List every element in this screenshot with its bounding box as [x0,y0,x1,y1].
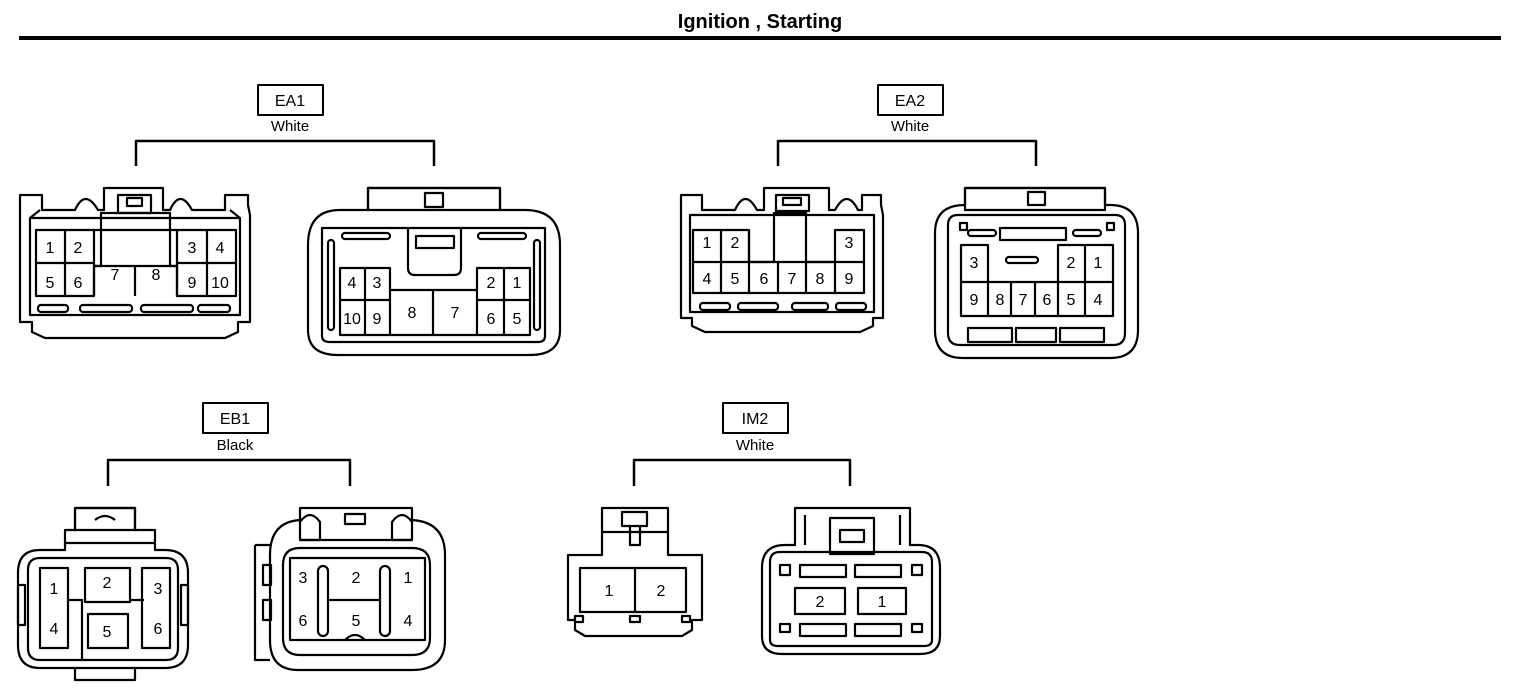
connector-bracket [632,458,852,486]
pin-label: 1 [703,235,712,252]
connector-code: EA1 [275,93,305,110]
pin-label: 1 [50,581,59,598]
pin-label: 8 [152,267,161,284]
pin-label: 9 [845,271,854,288]
connector-code: IM2 [742,411,769,428]
pin-label: 8 [996,292,1005,309]
connector-color: White [271,118,309,135]
connector-code: EA2 [895,93,925,110]
connector-code-box [722,402,789,434]
pin-label: 2 [731,235,740,252]
title-rule [19,36,1501,40]
pin-label: 7 [451,305,460,322]
connector-code-box [257,84,324,116]
pin-label: 5 [1067,292,1076,309]
connector-bracket [106,458,352,486]
connector-face-right: 3 2 1 6 5 4 [253,506,447,672]
pin-label: 3 [845,235,854,252]
pin-label: 6 [487,311,496,328]
pin-label: 5 [46,275,55,292]
pin-label: 3 [299,570,308,587]
connector-bracket [134,139,436,166]
pin-label: 1 [513,275,522,292]
pin-label: 7 [788,271,797,288]
pin-label: 2 [816,594,825,611]
pin-label: 4 [216,240,225,257]
pin-label: 5 [731,271,740,288]
connector-face-right: 2 1 [760,506,942,656]
connector-code-box [202,402,269,434]
pin-label: 1 [878,594,887,611]
pin-label: 6 [1043,292,1052,309]
pin-label: 6 [760,271,769,288]
pin-label: 2 [1067,255,1076,272]
connector-eb1: EB1 Black 1 2 3 4 5 6 [16,402,447,682]
pin-label: 1 [404,570,413,587]
connector-color: White [891,118,929,135]
pin-label: 6 [74,275,83,292]
connector-face-left: 1 2 3 4 5 6 7 8 9 10 [18,186,252,340]
pin-label: 6 [154,621,163,638]
connector-color: White [736,437,774,454]
pin-label: 8 [816,271,825,288]
pin-label: 5 [352,613,361,630]
pin-label: 4 [50,621,59,638]
pin-label: 2 [657,583,666,600]
connector-code-box [877,84,944,116]
page-title: Ignition , Starting [677,11,843,33]
pin-label: 1 [46,240,55,257]
connector-face-right: 3 2 1 9 8 7 6 5 4 [933,186,1140,360]
pin-label: 9 [188,275,197,292]
connector-code: EB1 [220,411,250,428]
pin-label: 2 [352,570,361,587]
connector-face-left: 1 2 3 4 5 6 7 8 9 [679,186,885,334]
pin-label: 3 [970,255,979,272]
pin-label: 3 [188,240,197,257]
pin-label: 10 [211,275,229,292]
pin-label: 4 [1094,292,1103,309]
connector-face-left: 1 2 3 4 5 6 [16,506,190,682]
connector-bracket [776,139,1038,166]
pin-label: 9 [970,292,979,309]
pin-label: 5 [103,624,112,641]
pin-label: 7 [111,267,120,284]
pin-label: 2 [103,575,112,592]
pin-label: 2 [74,240,83,257]
pin-label: 6 [299,613,308,630]
pin-label: 1 [1094,255,1103,272]
pin-label: 1 [605,583,614,600]
pin-label: 10 [343,311,361,328]
connector-ea1: EA1 White 1 2 3 4 5 6 7 8 [18,84,562,357]
pin-label: 4 [404,613,413,630]
connector-face-left: 1 2 [566,506,704,638]
pin-label: 3 [154,581,163,598]
connector-ea2: EA2 White 1 2 3 4 5 6 7 8 9 [679,84,1140,360]
pin-label: 9 [373,311,382,328]
pin-label: 5 [513,311,522,328]
pin-label: 3 [373,275,382,292]
pin-label: 2 [487,275,496,292]
pin-label: 7 [1019,292,1028,309]
connector-face-right: 4 3 2 1 10 9 8 7 6 5 [306,186,562,357]
pin-label: 4 [348,275,357,292]
connector-im2: IM2 White 1 2 [566,402,942,656]
pin-label: 8 [408,305,417,322]
pin-label: 4 [703,271,712,288]
connector-color: Black [217,437,254,454]
